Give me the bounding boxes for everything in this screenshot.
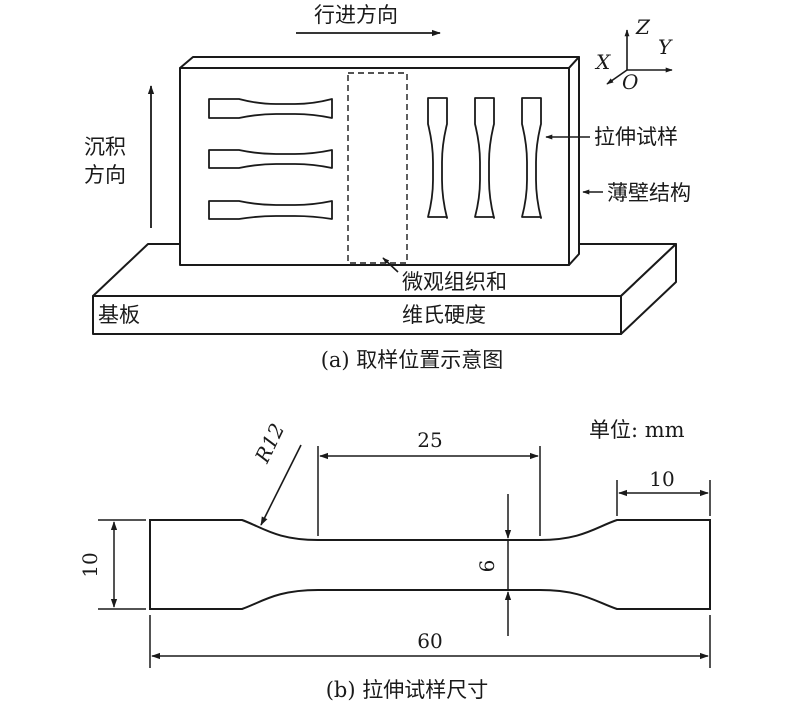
radius-leader: [260, 444, 302, 526]
specimen-h2: [208, 149, 333, 169]
coordinate-axes: [606, 29, 673, 85]
microstructure-label-1: 微观组织和: [402, 270, 507, 294]
tensile-specimen-label: 拉伸试样: [594, 125, 678, 149]
gauge-length-dimension: [317, 446, 541, 536]
figure-b-labels: 单位: mm R12 25 10 10 6 60 (b) 拉伸试样尺寸: [78, 418, 685, 702]
specimen-h3: [208, 200, 333, 220]
y-axis-label: Y: [658, 35, 673, 59]
specimen-v3: [521, 97, 542, 219]
substrate-label: 基板: [98, 303, 140, 327]
microstructure-region: [347, 72, 408, 264]
figure-b: [98, 444, 711, 668]
specimen-v1: [427, 97, 448, 219]
grip-width-dimension: [98, 519, 146, 610]
travel-direction-label: 行进方向: [314, 3, 398, 27]
grip-length-label: 10: [649, 467, 674, 491]
radius-label: R12: [250, 419, 290, 467]
thin-wall-label: 薄壁结构: [607, 181, 691, 205]
grip-length-dimension: [616, 480, 711, 516]
specimen-v2: [474, 97, 495, 219]
horizontal-specimens: [208, 98, 333, 220]
specimen-outline: [149, 519, 711, 610]
x-axis-label: X: [594, 50, 611, 74]
caption-b: (b) 拉伸试样尺寸: [326, 678, 489, 702]
figure-a-labels: 行进方向 沉积 方向 拉伸试样 薄壁结构 微观组织和 维氏硬度 基板 Z Y X…: [84, 3, 691, 372]
total-length-label: 60: [417, 629, 442, 653]
microstructure-label-2: 维氏硬度: [402, 303, 486, 327]
gauge-length-label: 25: [417, 428, 442, 452]
z-axis-label: Z: [635, 15, 651, 39]
unit-label: 单位: mm: [589, 418, 685, 442]
deposition-direction-label-1: 沉积: [84, 135, 126, 159]
microstructure-leader: [382, 257, 399, 273]
deposition-direction-label-2: 方向: [84, 163, 126, 187]
origin-label: O: [622, 70, 638, 94]
x-axis: [606, 69, 628, 85]
grip-width-label: 10: [78, 552, 102, 577]
total-length-dimension: [149, 615, 711, 668]
gauge-width-label: 6: [475, 560, 499, 573]
caption-a: (a) 取样位置示意图: [321, 348, 504, 372]
specimen-h1: [208, 98, 333, 119]
vertical-specimens: [427, 97, 542, 219]
figure-a: [92, 29, 677, 335]
